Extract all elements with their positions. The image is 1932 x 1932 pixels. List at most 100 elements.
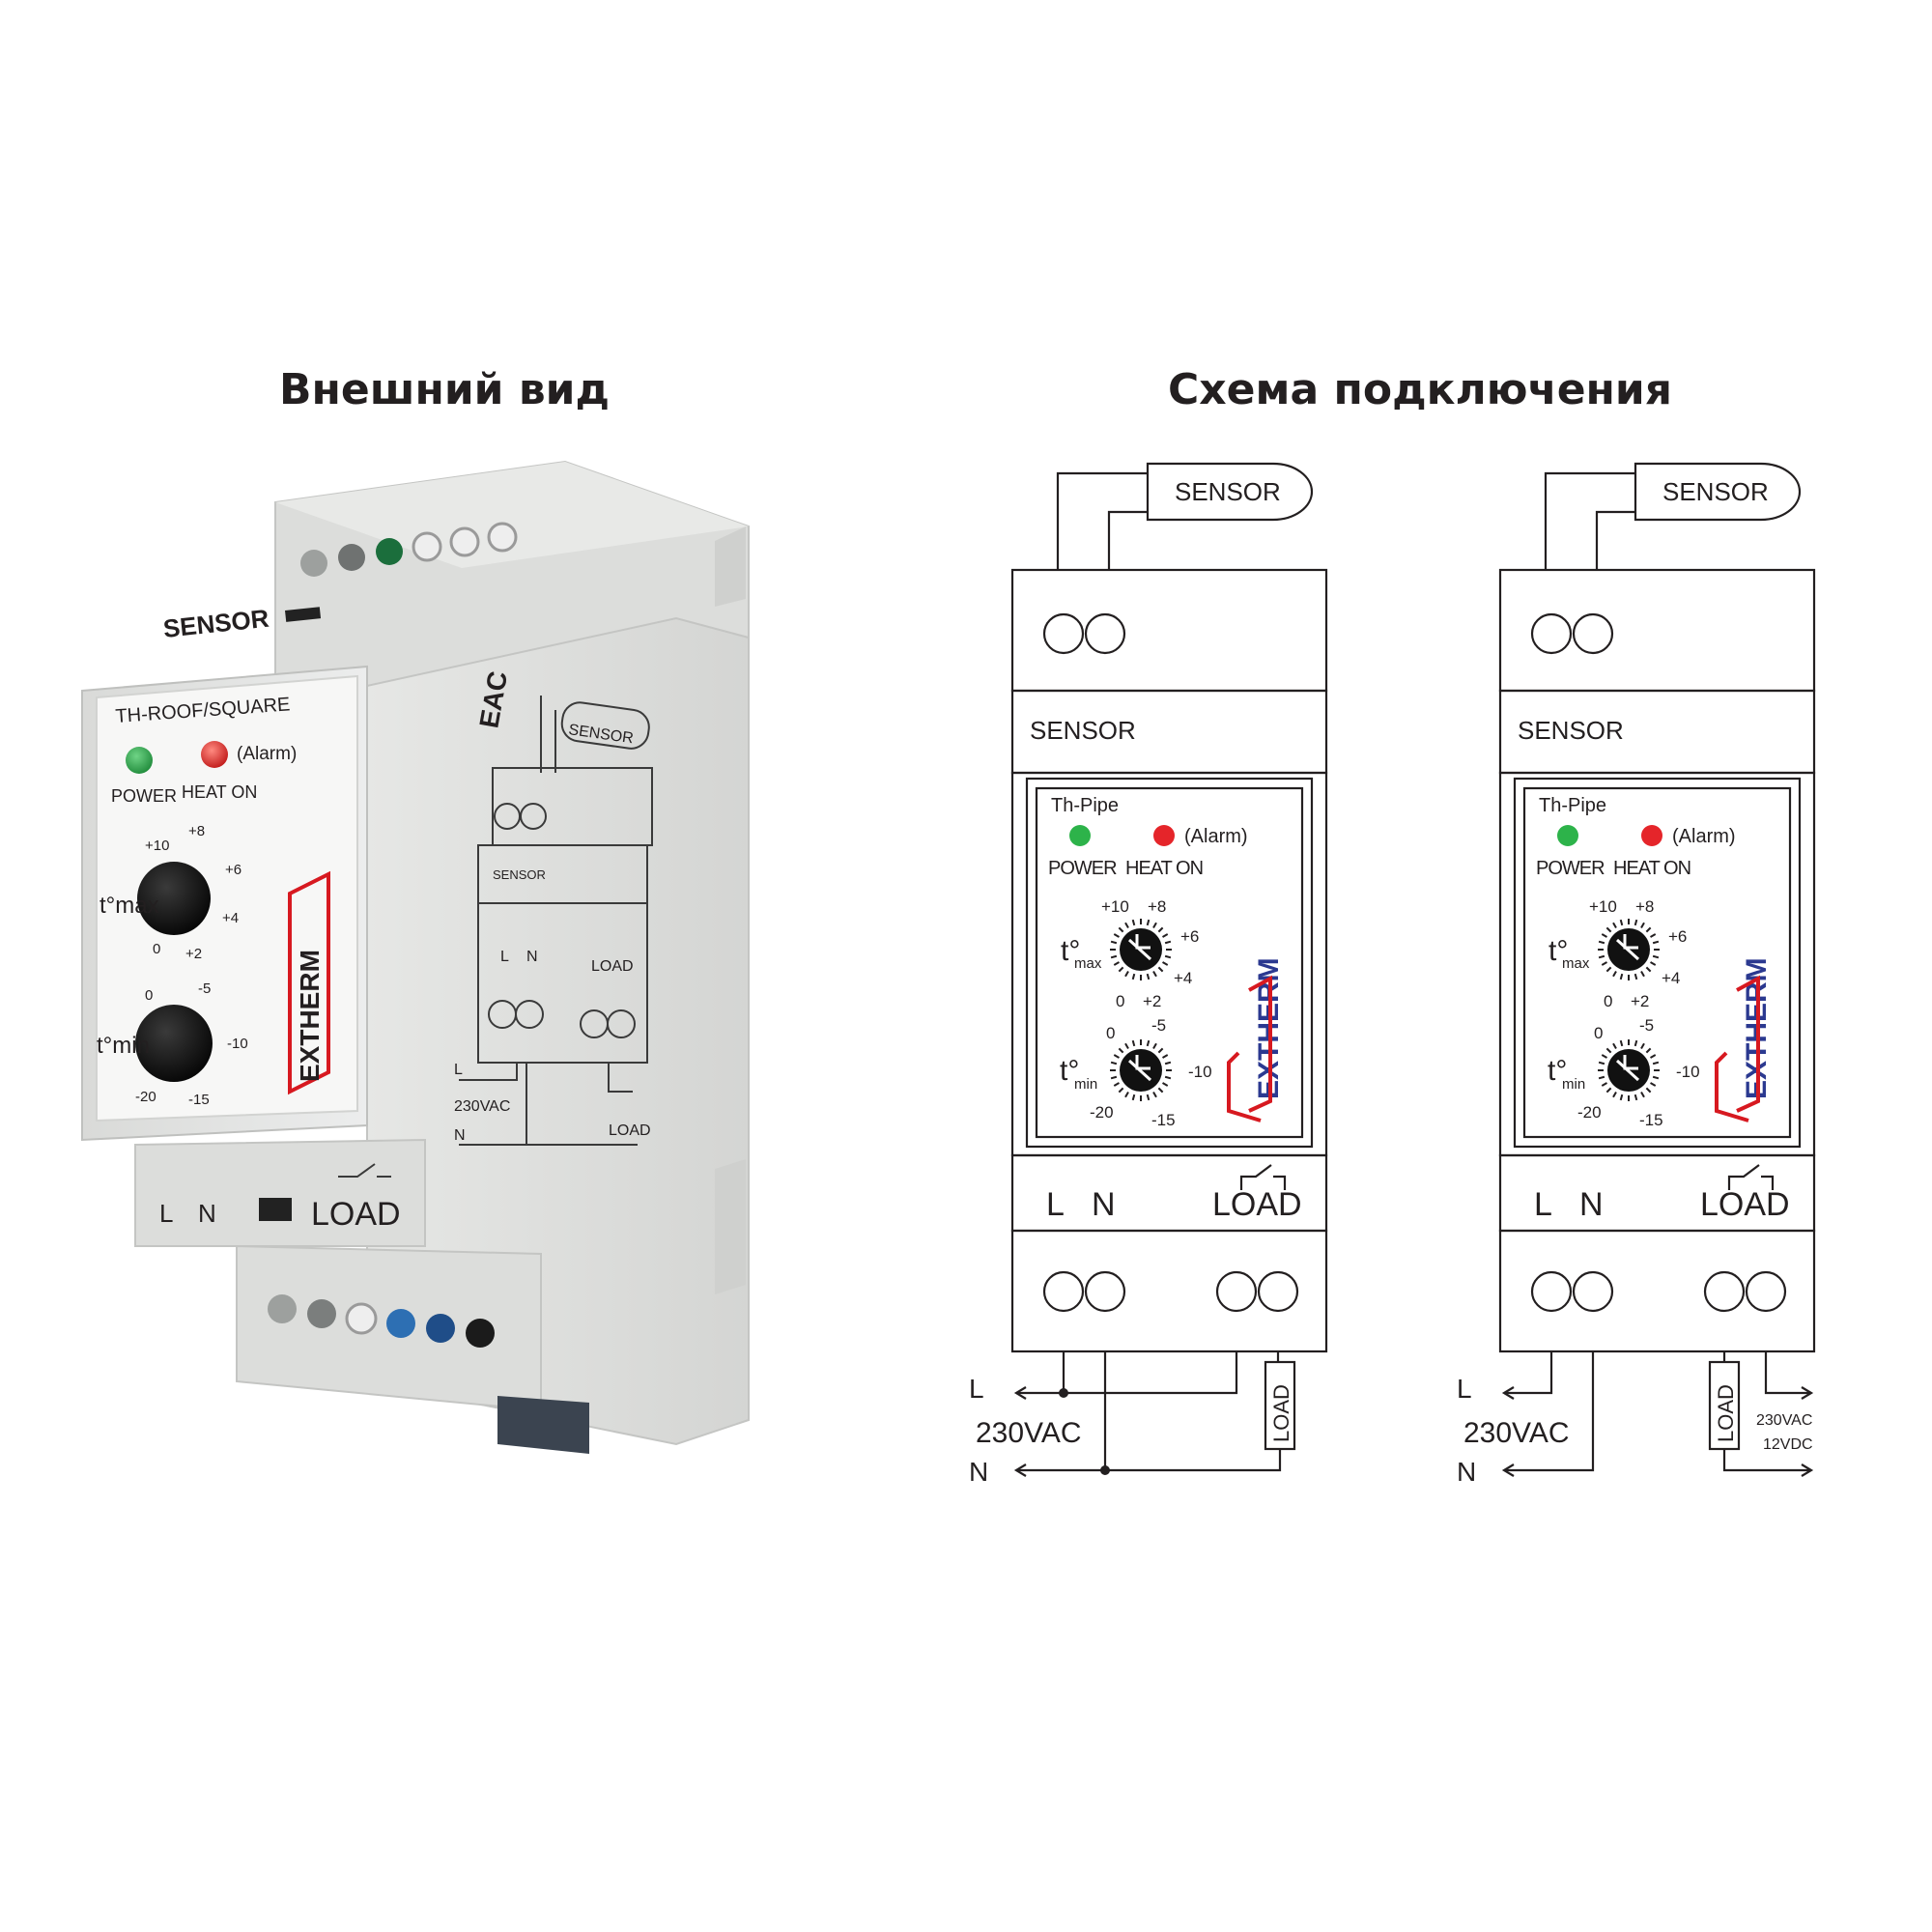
din-clip: [497, 1396, 589, 1454]
d1-tmin-5: -5: [1151, 1016, 1166, 1035]
d2-tmax-knob[interactable]: [1598, 919, 1660, 980]
svg-text:-20: -20: [135, 1089, 156, 1105]
d1-tmax-8: +8: [1148, 897, 1166, 916]
bottom-terminals: [268, 1294, 495, 1348]
svg-text:-5: -5: [198, 980, 211, 997]
diagram-2: [1498, 462, 1816, 1477]
photo-tmax-knob[interactable]: [137, 862, 211, 935]
photo-side-line-l: L: [454, 1062, 463, 1078]
d1-power-label: POWER: [1048, 858, 1117, 879]
d2-power-label: POWER: [1536, 858, 1605, 879]
d2-tmin-15: -15: [1639, 1111, 1663, 1129]
d2-terminal-l: L: [1534, 1186, 1552, 1223]
svg-text:+6: +6: [225, 862, 242, 878]
d1-tmax-0: 0: [1116, 992, 1124, 1010]
photo-side-load: LOAD: [591, 958, 634, 975]
d1-tmax-4: +4: [1174, 969, 1192, 987]
d1-sensor-strip-label: SENSOR: [1030, 716, 1136, 745]
d2-tmax-2: +2: [1631, 992, 1649, 1010]
d1-power-led: [1069, 825, 1091, 846]
diagram-knobs: [1110, 919, 1660, 1101]
d2-tmax-6: +6: [1668, 927, 1687, 946]
photo-side-line-n: N: [454, 1127, 466, 1144]
d2-load-box-label: LOAD: [1714, 1384, 1738, 1442]
d1-tmax-10: +10: [1101, 897, 1129, 916]
svg-text:+10: +10: [145, 838, 169, 854]
d2-supply-dc: 12VDC: [1763, 1436, 1813, 1453]
d2-tmax-4: +4: [1662, 969, 1680, 987]
photo-power-label: POWER: [111, 786, 177, 806]
d1-alarm-label: (Alarm): [1184, 826, 1248, 847]
d2-sensor-strip-label: SENSOR: [1518, 716, 1624, 745]
title-connection-diagram: Схема подключения: [1167, 365, 1673, 414]
d2-tmax-10: +10: [1589, 897, 1617, 916]
photo-side-sensor-strip: SENSOR: [493, 867, 546, 882]
photo-heat-led: [201, 741, 228, 768]
d2-line-l: L: [1457, 1374, 1472, 1404]
d2-tmax-sub: max: [1562, 955, 1590, 972]
svg-text:+4: +4: [222, 910, 239, 926]
photo-bottom-n: N: [198, 1199, 216, 1228]
d1-tmax-sub: max: [1074, 955, 1102, 972]
d1-tmin-15: -15: [1151, 1111, 1176, 1129]
d1-load-box-label: LOAD: [1269, 1384, 1293, 1442]
svg-text:0: 0: [145, 987, 153, 1004]
photo-tmin-scale: 0 -5 -10 -15 -20: [135, 980, 248, 1108]
d2-tmin-sub: min: [1562, 1076, 1585, 1093]
photo-brand: EXTHERM: [295, 950, 325, 1082]
d1-line-l: L: [969, 1374, 984, 1404]
d1-voltage: 230VAC: [976, 1417, 1082, 1449]
photo-alarm-label: (Alarm): [237, 744, 297, 764]
d2-supply-ac: 230VAC: [1756, 1412, 1812, 1429]
d2-terminal-load: LOAD: [1700, 1186, 1790, 1223]
d1-tmin-20: -20: [1090, 1103, 1114, 1122]
d1-tmin-10: -10: [1188, 1063, 1212, 1081]
d2-voltage: 230VAC: [1463, 1417, 1570, 1449]
photo-tmax-label: t°max: [99, 893, 159, 919]
photo-bottom-load: LOAD: [311, 1196, 401, 1233]
d1-tmin-knob[interactable]: [1110, 1039, 1172, 1101]
d2-power-led: [1557, 825, 1578, 846]
d2-terminal-n: N: [1579, 1186, 1604, 1223]
d1-tmax-t: t°: [1061, 935, 1080, 967]
photo-side-diagram: [459, 696, 653, 1146]
photo-heat-on-label: HEAT ON: [182, 782, 257, 802]
d2-tmin-t: t°: [1548, 1055, 1567, 1087]
d2-tmin-knob[interactable]: [1598, 1039, 1660, 1101]
d2-line-n: N: [1457, 1457, 1476, 1487]
photo-side-voltage: 230VAC: [454, 1098, 510, 1115]
d1-tmin-t: t°: [1060, 1055, 1079, 1087]
d2-tmin-20: -20: [1577, 1103, 1602, 1122]
photo-tmin-knob[interactable]: [135, 1005, 213, 1082]
photo-side-n: N: [526, 949, 538, 965]
d2-tmax-t: t°: [1548, 935, 1568, 967]
title-appearance: Внешний вид: [278, 365, 611, 414]
d2-tmax-0: 0: [1604, 992, 1612, 1010]
d1-heat-led: [1153, 825, 1175, 846]
d2-tmax-8: +8: [1635, 897, 1654, 916]
d2-tmin-5: -5: [1639, 1016, 1654, 1035]
device-bottom-label-strip: [134, 1138, 426, 1247]
d2-tmin-0: 0: [1594, 1024, 1603, 1042]
d2-alarm-label: (Alarm): [1672, 826, 1736, 847]
svg-text:-15: -15: [188, 1092, 210, 1108]
diagram-1: [1010, 462, 1328, 1477]
svg-text:+2: +2: [185, 946, 202, 962]
d2-sensor-probe-label: SENSOR: [1662, 477, 1769, 506]
d1-tmin-0: 0: [1106, 1024, 1115, 1042]
photo-side-l: L: [500, 949, 509, 965]
svg-text:0: 0: [153, 941, 160, 957]
d1-model: Th-Pipe: [1051, 795, 1119, 816]
d1-tmax-knob[interactable]: [1110, 919, 1172, 980]
d1-tmax-6: +6: [1180, 927, 1199, 946]
photo-tmin-label: t°min: [97, 1033, 150, 1059]
d1-terminal-load: LOAD: [1212, 1186, 1302, 1223]
svg-text:+8: +8: [188, 823, 205, 839]
d1-line-n: N: [969, 1457, 988, 1487]
svg-text:-10: -10: [227, 1036, 248, 1052]
photo-tmax-scale: 0 +2 +4 +6 +8 +10: [145, 823, 242, 962]
d1-tmin-sub: min: [1074, 1076, 1097, 1093]
d1-terminal-l: L: [1046, 1186, 1065, 1223]
